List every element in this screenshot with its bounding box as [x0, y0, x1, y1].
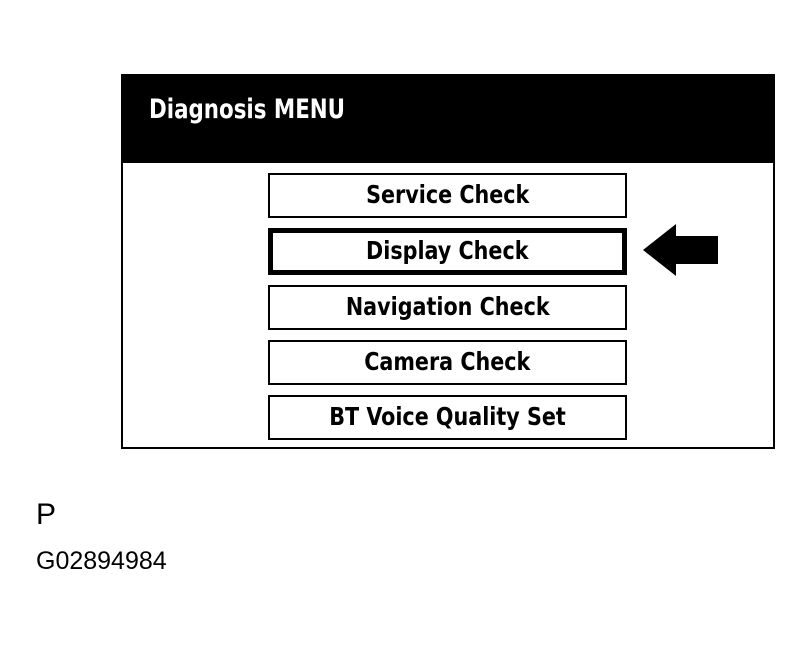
menu-item-label: Navigation Check [345, 292, 550, 321]
arrow-left-icon [643, 224, 718, 276]
menu-item-bt-voice-quality-set[interactable]: BT Voice Quality Set [268, 395, 627, 440]
page-title: Diagnosis MENU [149, 94, 346, 125]
menu-item-label: Service Check [365, 180, 530, 209]
menu-item-label: BT Voice Quality Set [329, 402, 566, 431]
screen-title-bar: Diagnosis MENU [123, 76, 773, 163]
menu-item-service-check[interactable]: Service Check [268, 173, 627, 218]
menu-item-label: Camera Check [364, 347, 531, 376]
caption-letter: P [36, 498, 57, 531]
menu-item-label: Display Check [366, 236, 529, 265]
menu-button-list: Service Check Display Check Navigation C… [268, 173, 627, 450]
menu-item-navigation-check[interactable]: Navigation Check [268, 285, 627, 330]
caption-reference-code: G02894984 [36, 547, 167, 575]
menu-item-camera-check[interactable]: Camera Check [268, 340, 627, 385]
menu-item-display-check[interactable]: Display Check [268, 228, 627, 275]
figure-caption: P G02894984 [36, 500, 167, 574]
